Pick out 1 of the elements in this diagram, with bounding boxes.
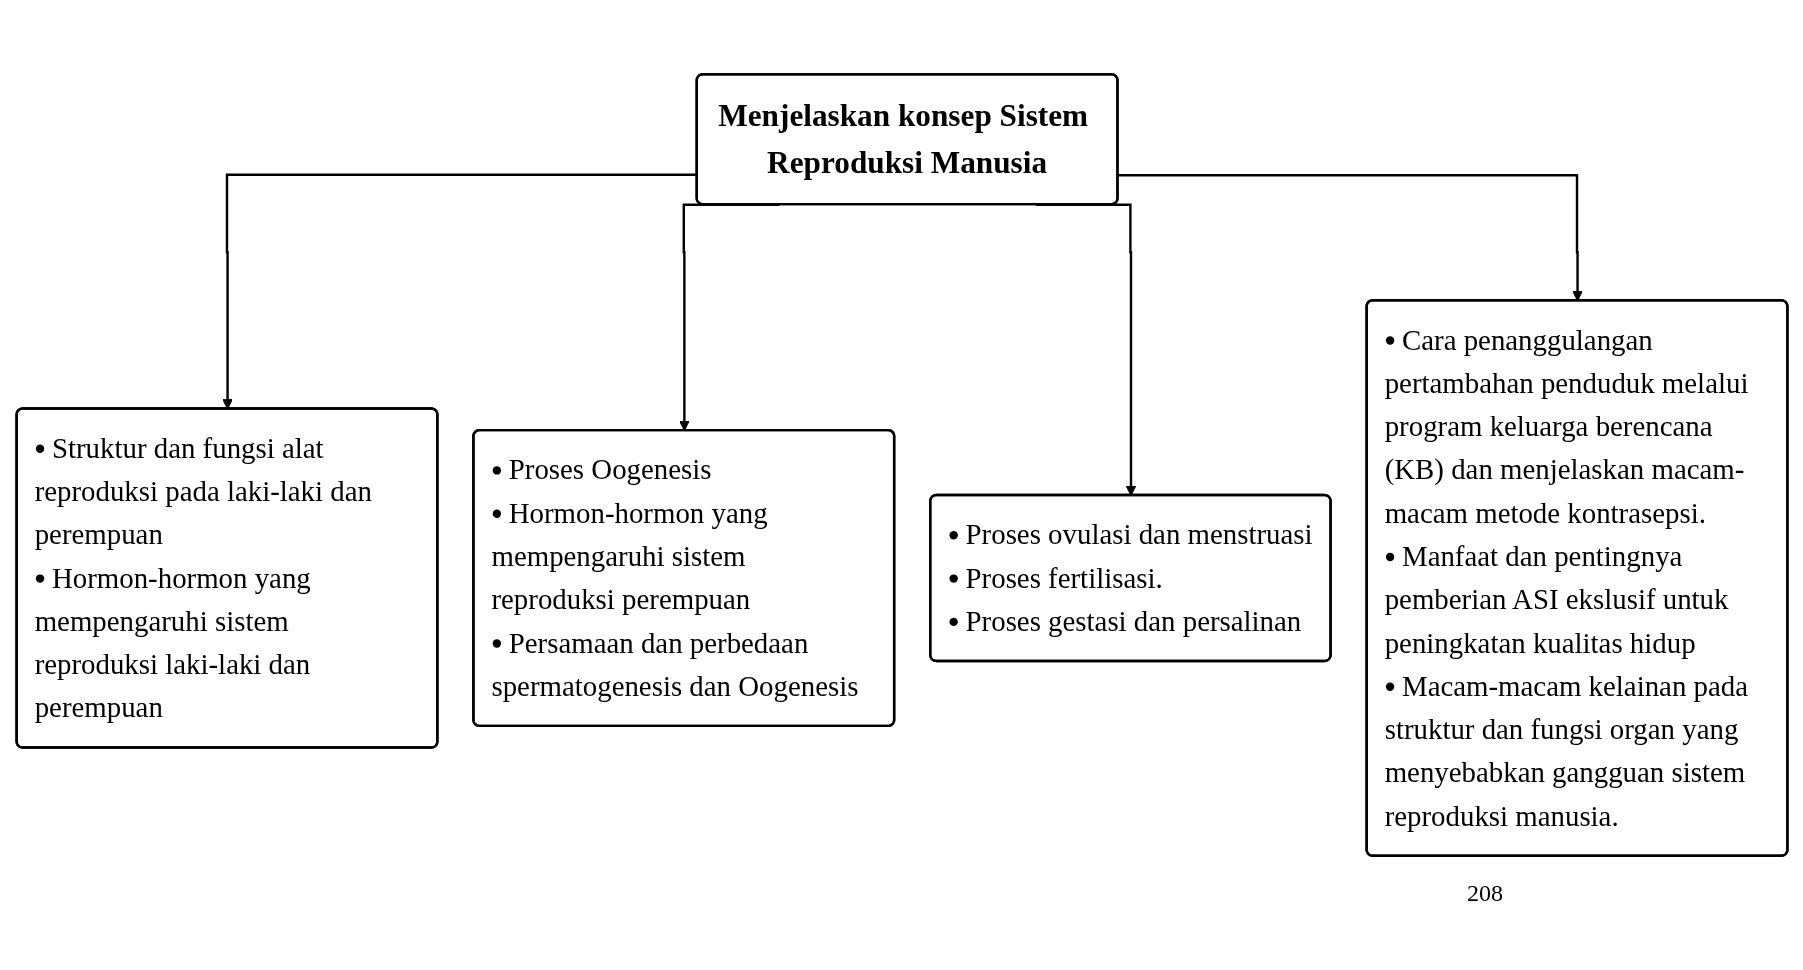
page-number: 208: [1467, 880, 1503, 907]
